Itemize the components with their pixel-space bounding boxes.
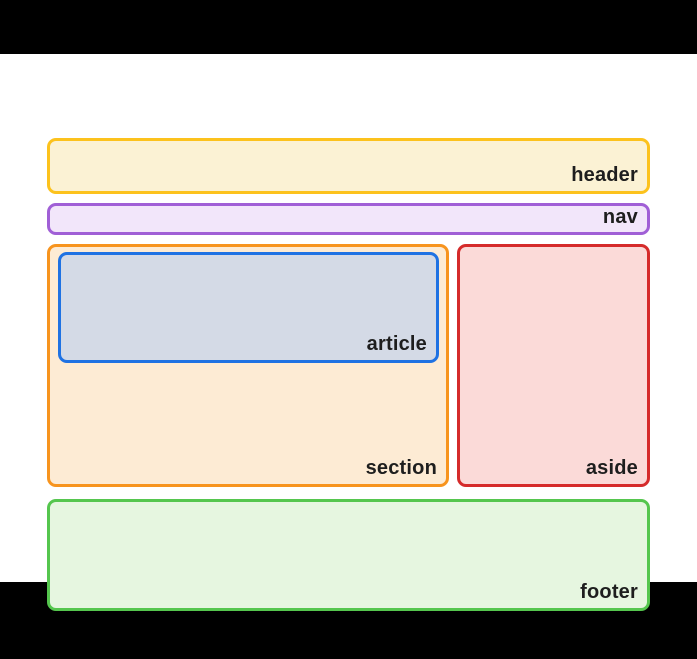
footer-element-box: footer (47, 499, 650, 611)
page-layout-diagram-slide: header nav section article aside footer (0, 54, 697, 611)
section-element-label: section (365, 457, 437, 479)
aside-element-label: aside (585, 457, 638, 479)
nav-element-label: nav (602, 206, 638, 228)
nav-element-box: nav (47, 203, 650, 235)
article-element-label: article (366, 333, 427, 355)
article-element-box: article (58, 252, 439, 363)
aside-element-box: aside (457, 244, 650, 487)
header-element-label: header (571, 164, 638, 186)
footer-element-label: footer (580, 581, 638, 603)
header-element-box: header (47, 138, 650, 194)
